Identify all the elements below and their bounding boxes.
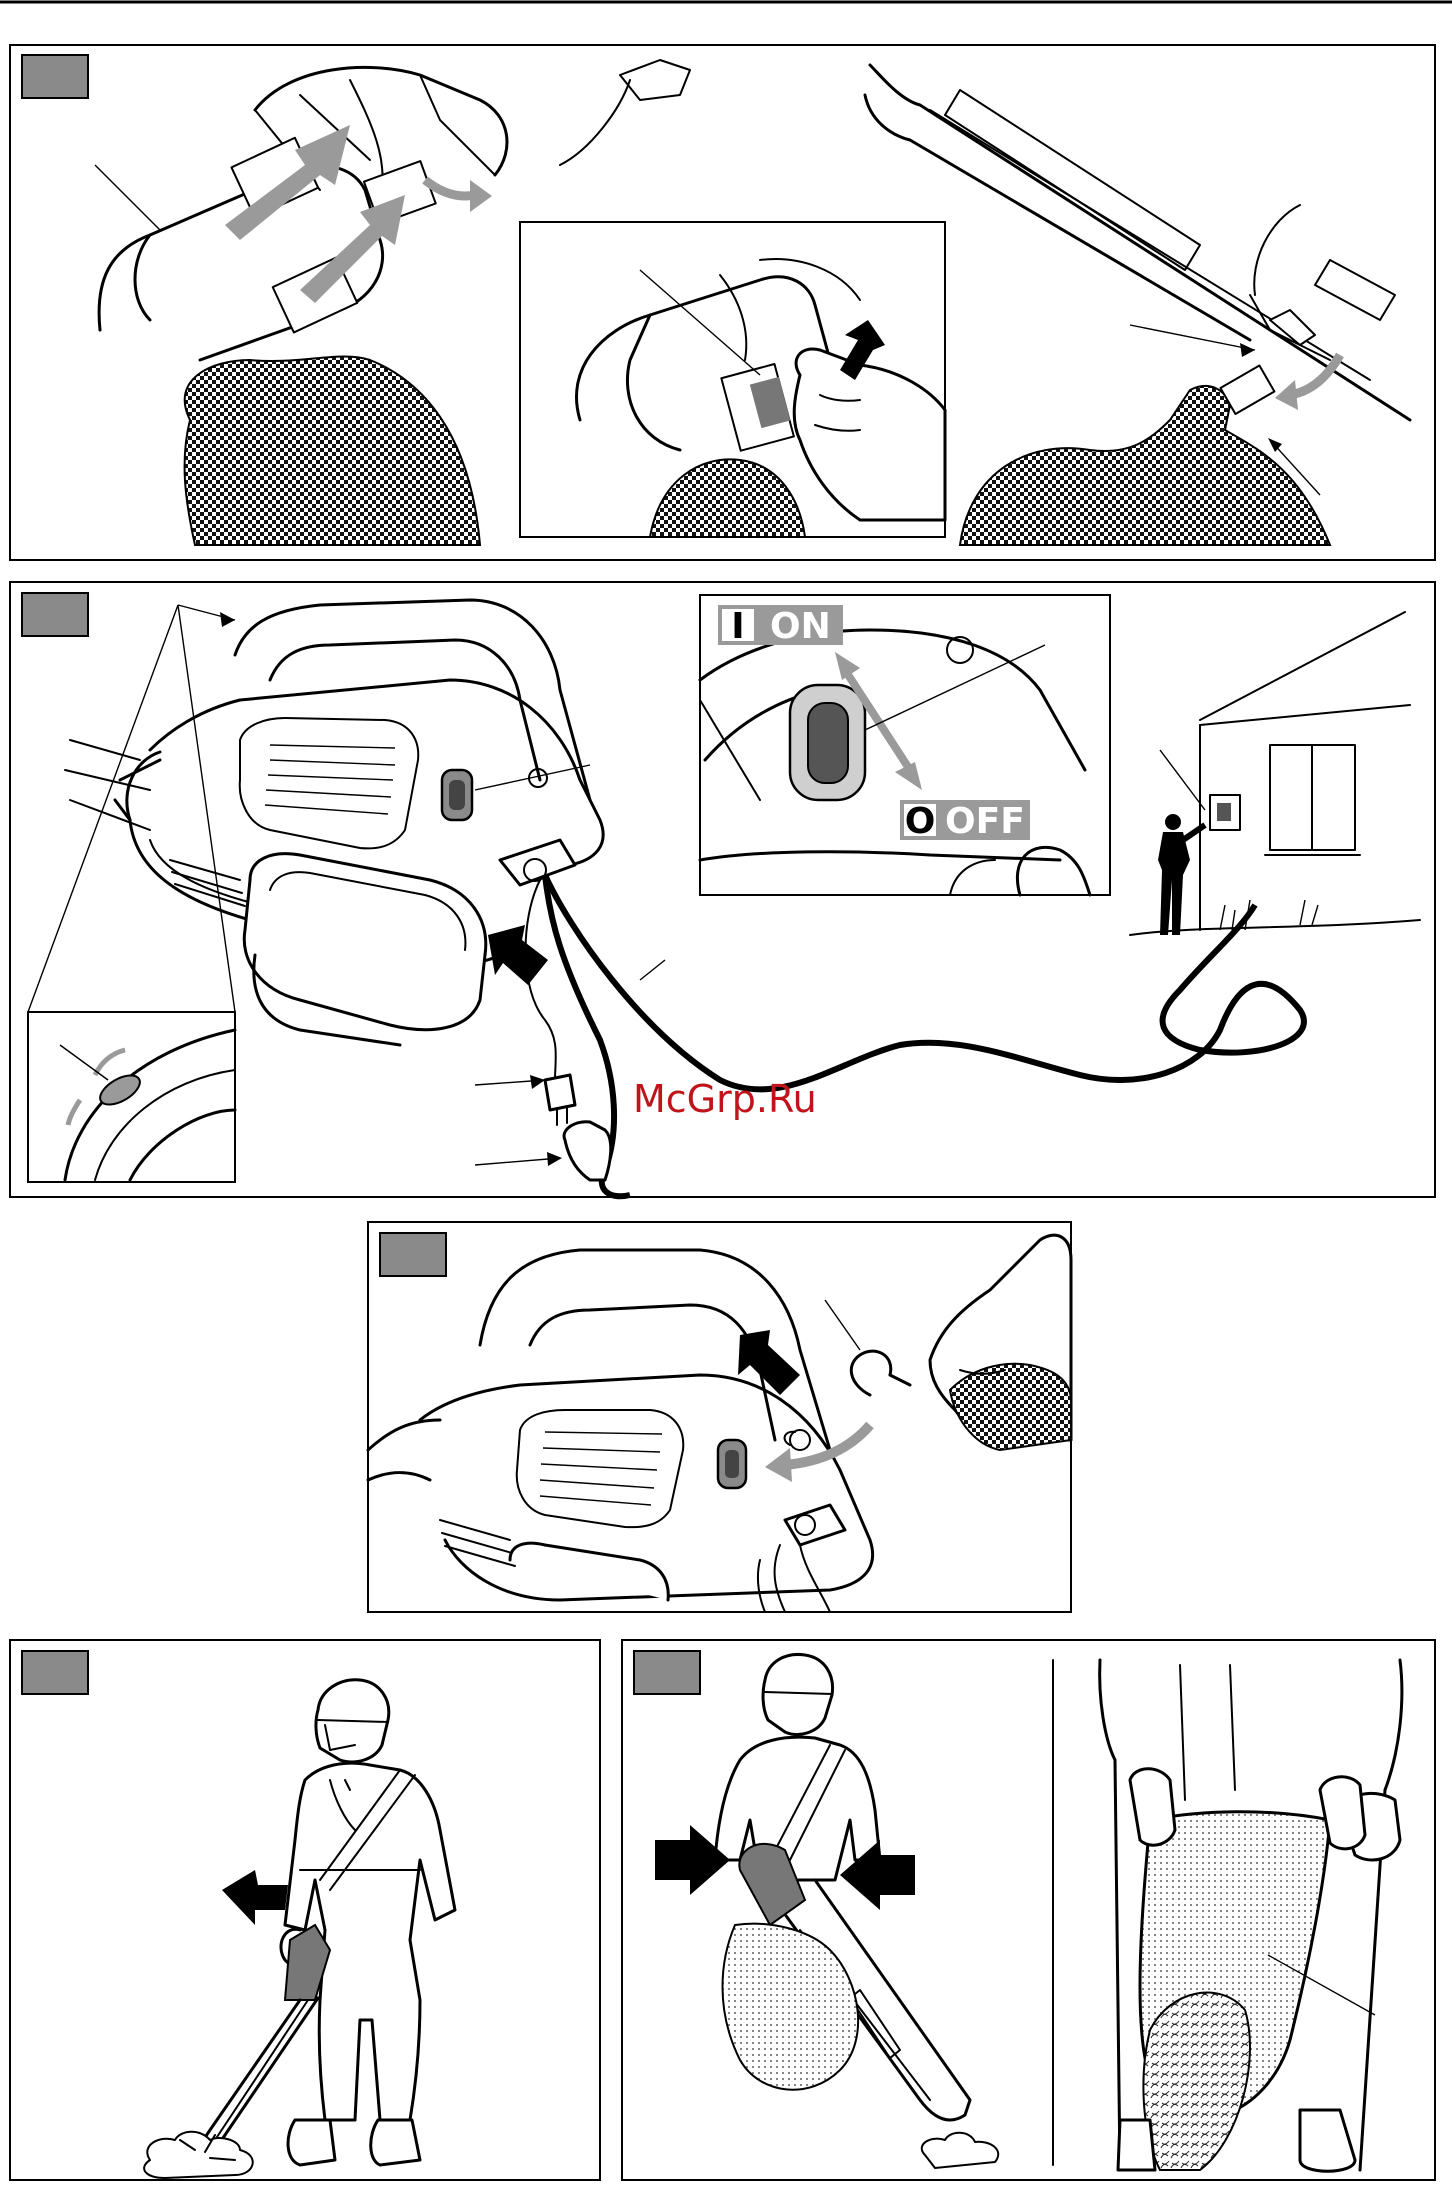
figure-badge: [380, 1233, 446, 1276]
inset-on-off-switch: I ON O OFF: [700, 595, 1110, 895]
figure-badge: [22, 55, 88, 98]
on-symbol: I: [731, 606, 744, 647]
inset-latch-press: [520, 222, 945, 537]
off-text: OFF: [945, 801, 1025, 842]
off-label: O OFF: [900, 800, 1030, 842]
watermark: McGrp.Ru: [633, 1077, 817, 1121]
off-symbol: O: [905, 801, 936, 842]
on-label: I ON: [718, 605, 843, 647]
figure-5-vacuum: [622, 1640, 1435, 2180]
figure-1-bag-attach: [10, 45, 1435, 560]
figure-3-shoulder-strap: [368, 1222, 1071, 1612]
figure-4-blowing: [10, 1640, 600, 2180]
figure-2-power-connect: I ON O OFF: [10, 582, 1435, 1197]
figure-badge: [634, 1651, 700, 1694]
on-text: ON: [770, 606, 831, 647]
figure-badge: [22, 1651, 88, 1694]
switch-icon: [808, 703, 848, 783]
figure-badge: [22, 593, 88, 636]
